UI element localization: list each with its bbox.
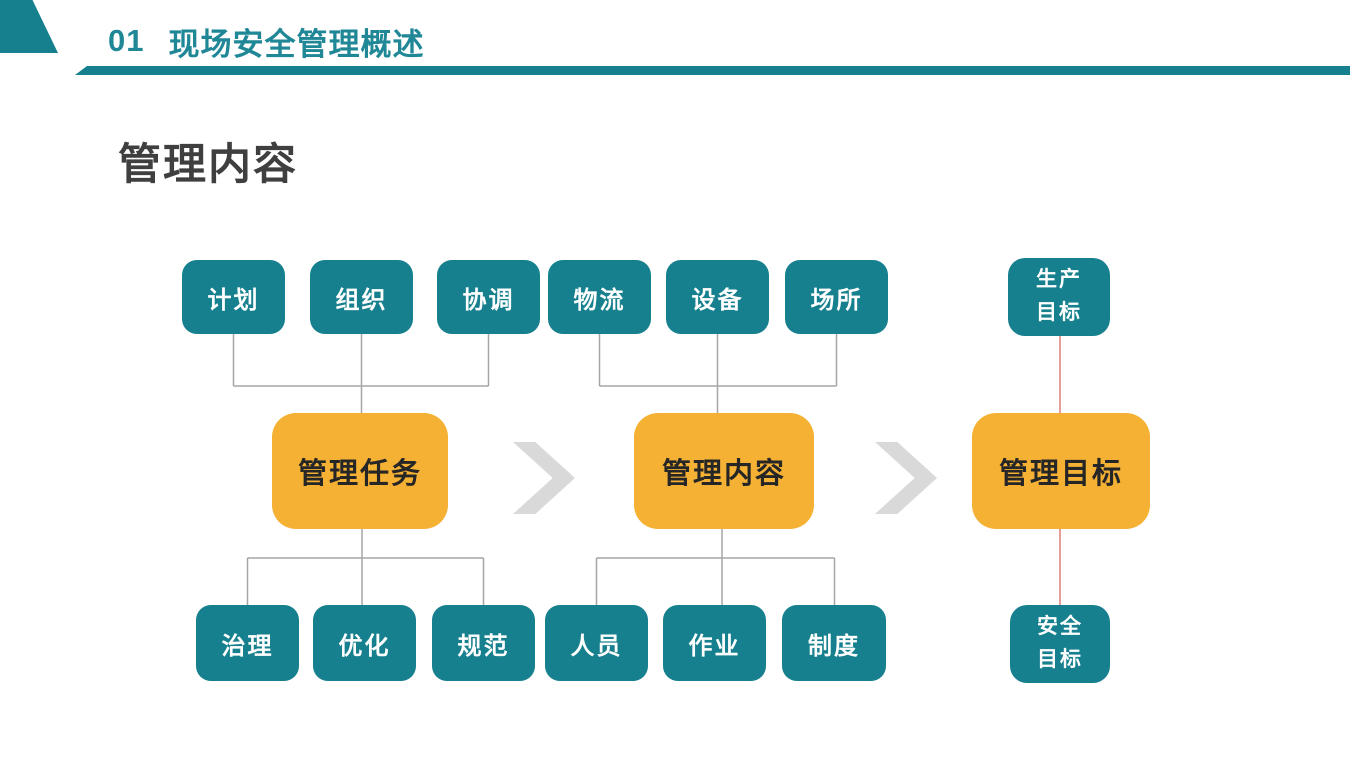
node-safety-goal: 安全 目标 — [1010, 605, 1110, 683]
safety-goal-line1: 安全 — [1037, 615, 1083, 639]
production-goal-line1: 生产 — [1036, 268, 1082, 292]
node-plan: 计划 — [182, 260, 285, 334]
node-standardization: 规范 — [432, 605, 535, 681]
gray-connectors — [232, 334, 838, 605]
node-personnel: 人员 — [545, 605, 648, 681]
header-divider — [75, 66, 1350, 75]
slide-header-title: 现场安全管理概述 — [168, 26, 425, 62]
node-governance: 治理 — [196, 605, 299, 681]
production-goal-line2: 目标 — [1036, 301, 1082, 324]
node-production-goal: 生产 目标 — [1008, 258, 1110, 336]
slide-header-number: 01 — [108, 23, 145, 58]
node-equipment: 设备 — [666, 260, 769, 334]
node-logistics: 物流 — [548, 260, 651, 334]
node-management-goal: 管理目标 — [972, 413, 1150, 529]
node-management-content: 管理内容 — [634, 413, 814, 529]
page-title: 管理内容 — [118, 141, 298, 189]
node-optimization: 优化 — [313, 605, 416, 681]
slide-header: 01 现场安全管理概述 — [108, 16, 424, 66]
node-system: 制度 — [782, 605, 886, 681]
node-coordination: 协调 — [437, 260, 540, 334]
node-operation: 作业 — [663, 605, 766, 681]
node-site: 场所 — [785, 260, 888, 334]
safety-goal-line2: 目标 — [1037, 648, 1083, 671]
node-organization: 组织 — [310, 260, 413, 334]
node-management-task: 管理任务 — [272, 413, 448, 529]
